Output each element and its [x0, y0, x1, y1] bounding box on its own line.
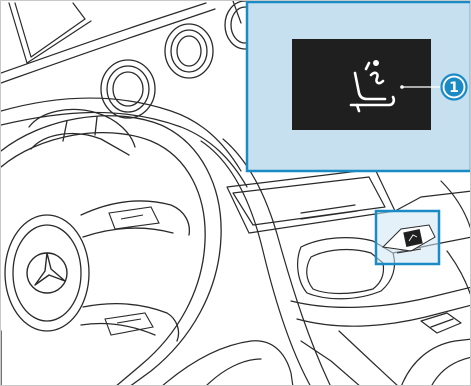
dashboard-outline — [1, 1, 247, 187]
callout-marker: 1 — [442, 75, 467, 100]
seat-outlines — [161, 339, 471, 386]
seat-comfort-button — [292, 39, 431, 130]
brand-star-icon — [27, 253, 67, 293]
steering-wheel-controls — [105, 207, 159, 335]
highlight-frame-console — [376, 211, 439, 264]
callout-number: 1 — [449, 80, 459, 96]
steering-wheel — [1, 109, 221, 386]
air-vent-center — [165, 24, 213, 78]
air-vent-left — [101, 60, 155, 118]
